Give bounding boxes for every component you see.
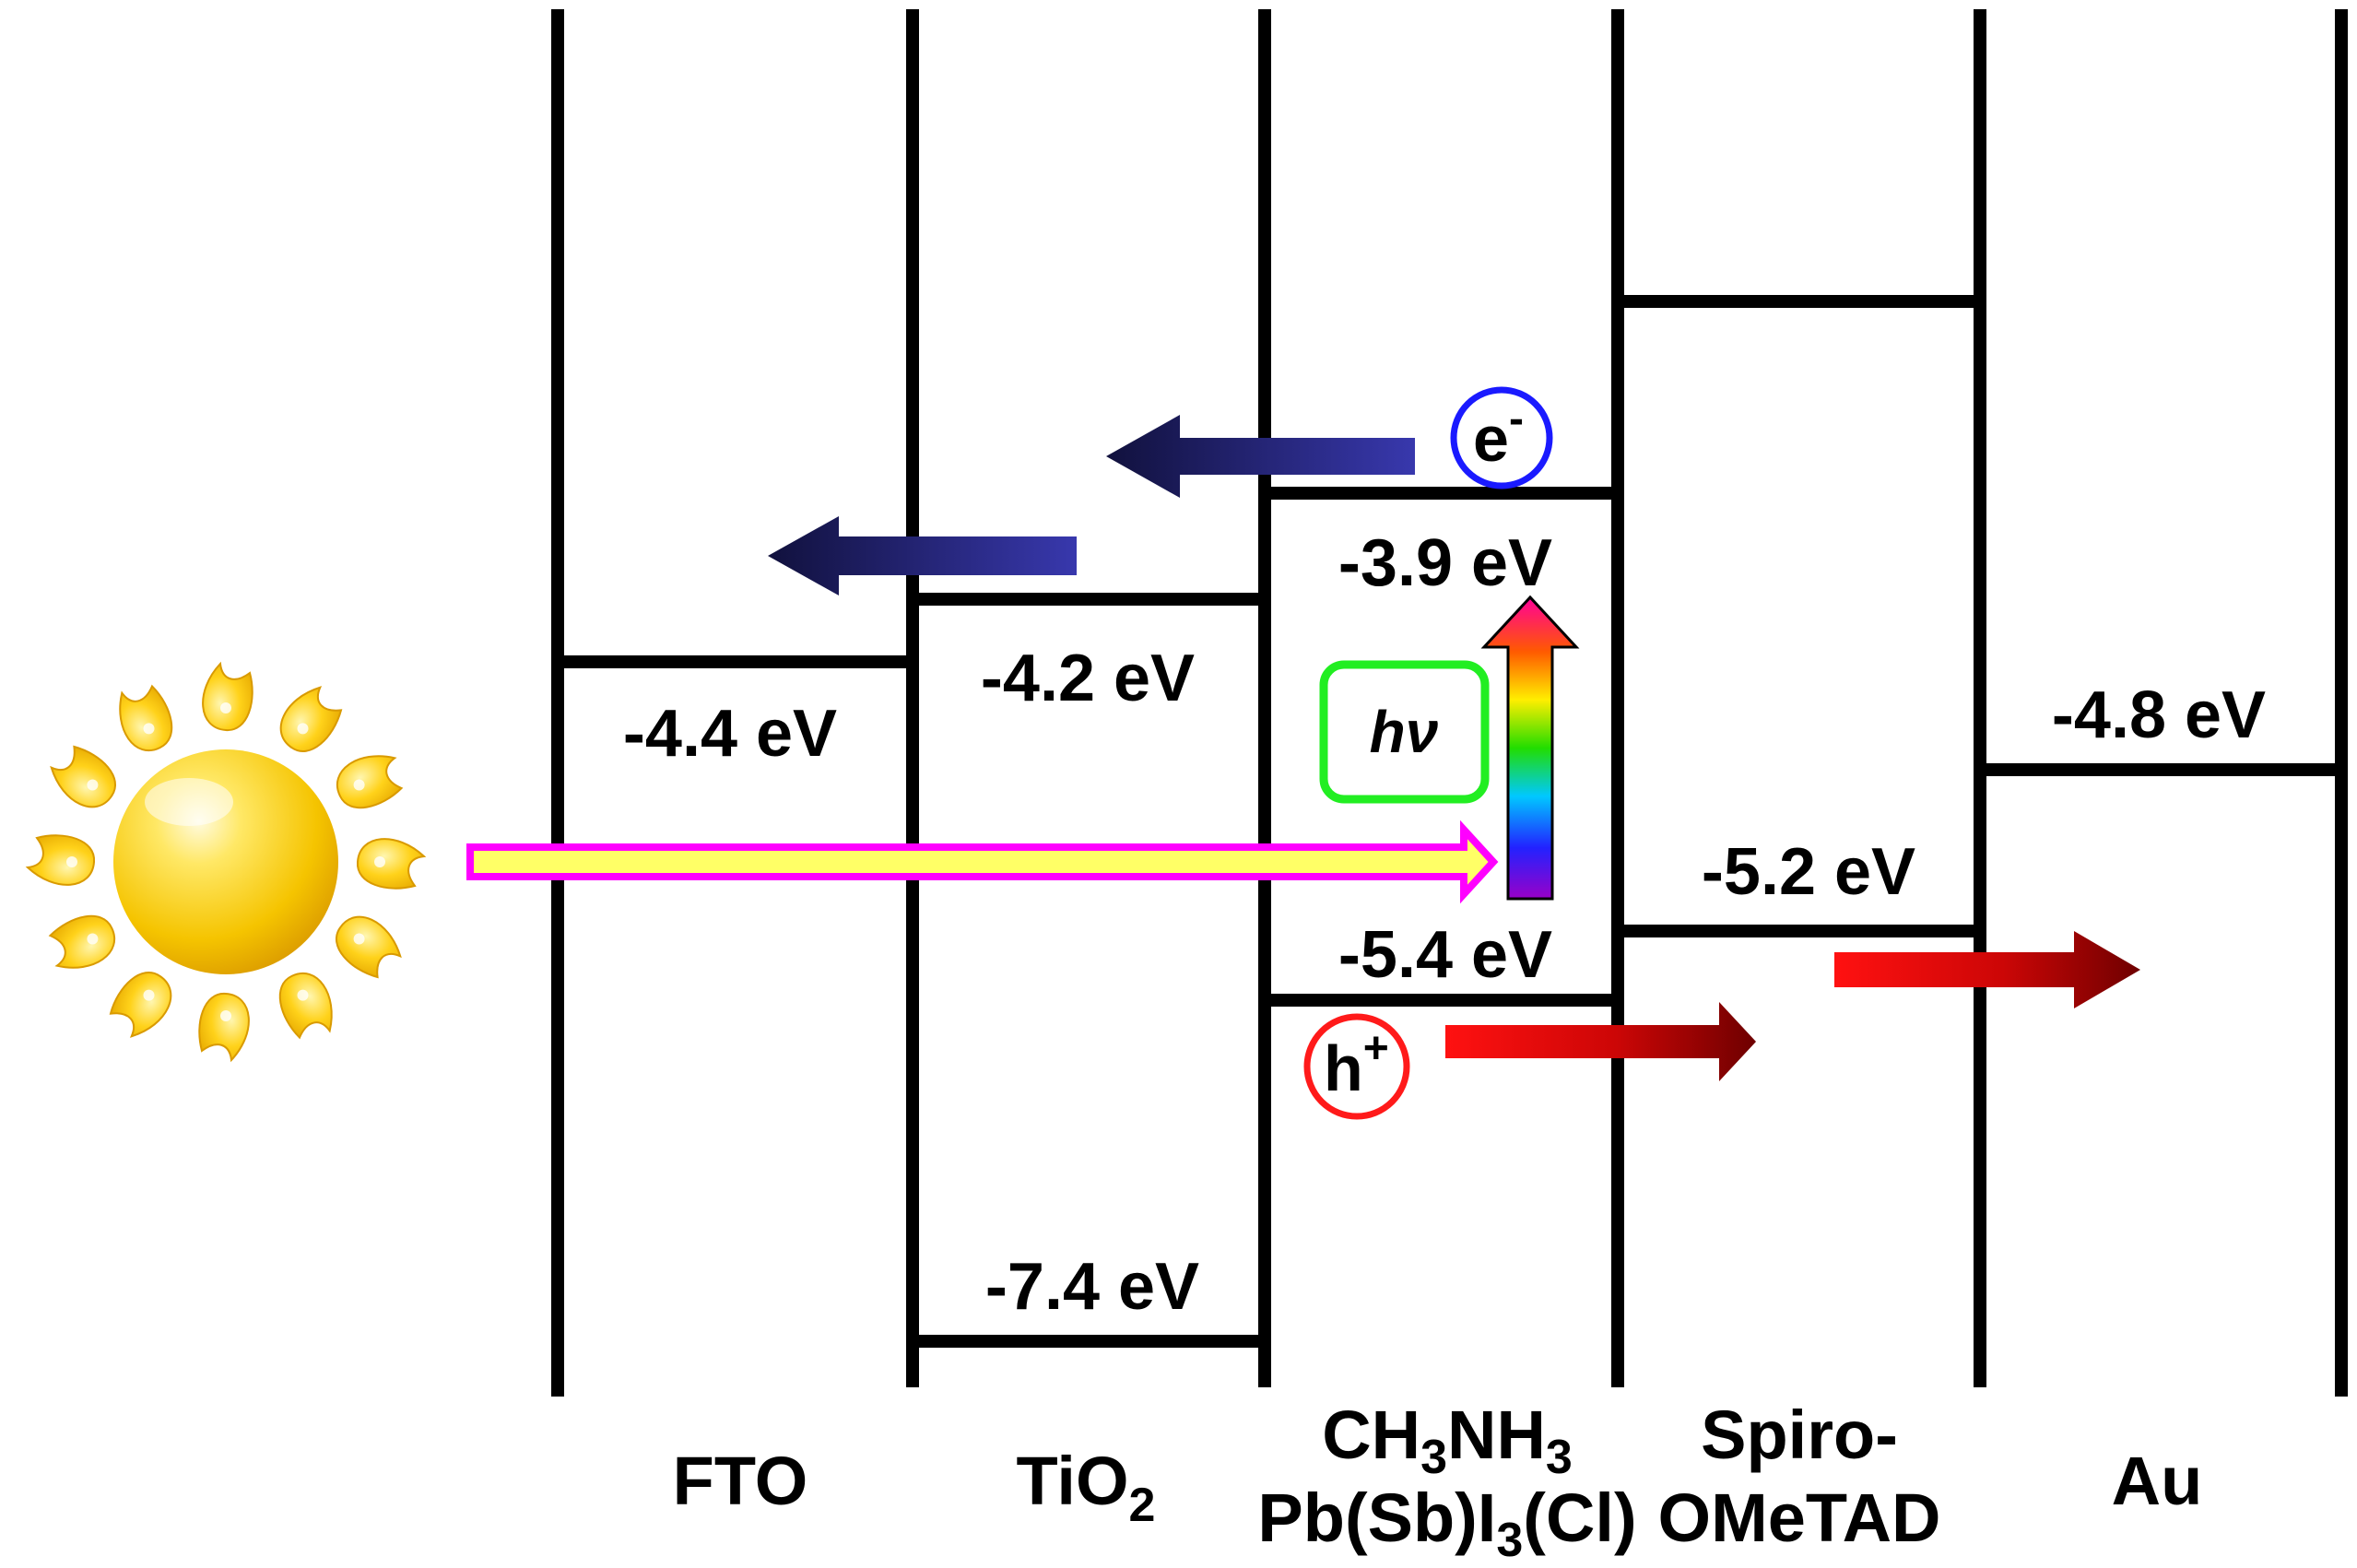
sun-rays bbox=[25, 661, 427, 1063]
sun-ray bbox=[198, 992, 250, 1063]
sun-ray-highlight bbox=[87, 933, 99, 945]
sun-disk bbox=[113, 749, 338, 974]
electron-label: e- bbox=[1473, 395, 1524, 475]
photon-box bbox=[1319, 660, 1490, 804]
hole-arrow bbox=[1834, 931, 2140, 1008]
perovskite-cb-energy-label: -3.9 eV bbox=[1338, 526, 1552, 600]
electron-arrow bbox=[1106, 415, 1415, 498]
layer-labels: FTO TiO2 CH3NH3 Pb(Sb)I3(Cl) Spiro- OMeT… bbox=[673, 1397, 2203, 1567]
tio2-cb-energy-label: -4.2 eV bbox=[981, 642, 1195, 715]
sun-ray-highlight bbox=[143, 723, 155, 735]
sun-ray-highlight bbox=[143, 989, 155, 1001]
layer-label-spiro-line2: OMeTAD bbox=[1658, 1480, 1941, 1556]
layer-boundaries bbox=[551, 9, 2348, 1397]
hole-label: h+ bbox=[1324, 1024, 1389, 1104]
spiro-homo-energy-label: -5.2 eV bbox=[1702, 835, 1915, 909]
sun-highlight bbox=[145, 778, 233, 826]
layer-label-fto: FTO bbox=[673, 1443, 808, 1519]
sun-ray bbox=[109, 971, 172, 1038]
hole-arrow bbox=[1445, 1002, 1756, 1081]
sun-ray bbox=[336, 755, 404, 809]
layer-label-perovskite-line1: CH3NH3 bbox=[1322, 1397, 1573, 1484]
sun-ray bbox=[48, 914, 116, 969]
sun-ray-highlight bbox=[353, 933, 365, 945]
sun-ray-highlight bbox=[353, 779, 365, 791]
sun-ray-highlight bbox=[220, 1010, 231, 1021]
sun-ray bbox=[278, 972, 333, 1040]
sun-ray-highlight bbox=[297, 723, 309, 735]
sun-ray bbox=[50, 745, 117, 808]
sun-ray-highlight bbox=[297, 989, 309, 1001]
sun-ray bbox=[25, 834, 96, 886]
layer-label-tio2: TiO2 bbox=[1017, 1443, 1156, 1532]
sun-ray bbox=[202, 661, 253, 732]
electron-arrow bbox=[768, 516, 1077, 595]
hole-circle bbox=[1303, 1013, 1410, 1120]
sun-ray bbox=[119, 684, 173, 752]
au-energy-label: -4.8 eV bbox=[2052, 678, 2266, 752]
energy-level-lines bbox=[551, 295, 2341, 1348]
light-beam-arrow bbox=[466, 819, 1499, 904]
sun-ray-highlight bbox=[66, 856, 77, 867]
sun-ray bbox=[356, 838, 427, 890]
layer-label-perovskite-line2: Pb(Sb)I3(Cl) bbox=[1257, 1480, 1636, 1567]
sun-ray bbox=[335, 915, 402, 979]
energy-labels: -4.4 eV -4.2 eV -7.4 eV -3.9 eV -5.4 eV … bbox=[623, 526, 2266, 1324]
sun-ray-highlight bbox=[374, 856, 385, 867]
sun-ray bbox=[279, 686, 343, 753]
perovskite-vb-energy-label: -5.4 eV bbox=[1338, 918, 1552, 992]
layer-label-au: Au bbox=[2112, 1443, 2203, 1519]
sun-ray-highlight bbox=[220, 702, 231, 713]
sun-icon bbox=[25, 661, 427, 1063]
photon-label: hν bbox=[1370, 699, 1439, 765]
layer-label-spiro-line1: Spiro- bbox=[1701, 1397, 1898, 1473]
excitation-arrow bbox=[1480, 595, 1580, 901]
tio2-vb-energy-label: -7.4 eV bbox=[985, 1250, 1199, 1324]
fto-energy-label: -4.4 eV bbox=[623, 697, 837, 771]
sun-ray-highlight bbox=[87, 779, 99, 791]
electron-circle bbox=[1450, 386, 1553, 489]
